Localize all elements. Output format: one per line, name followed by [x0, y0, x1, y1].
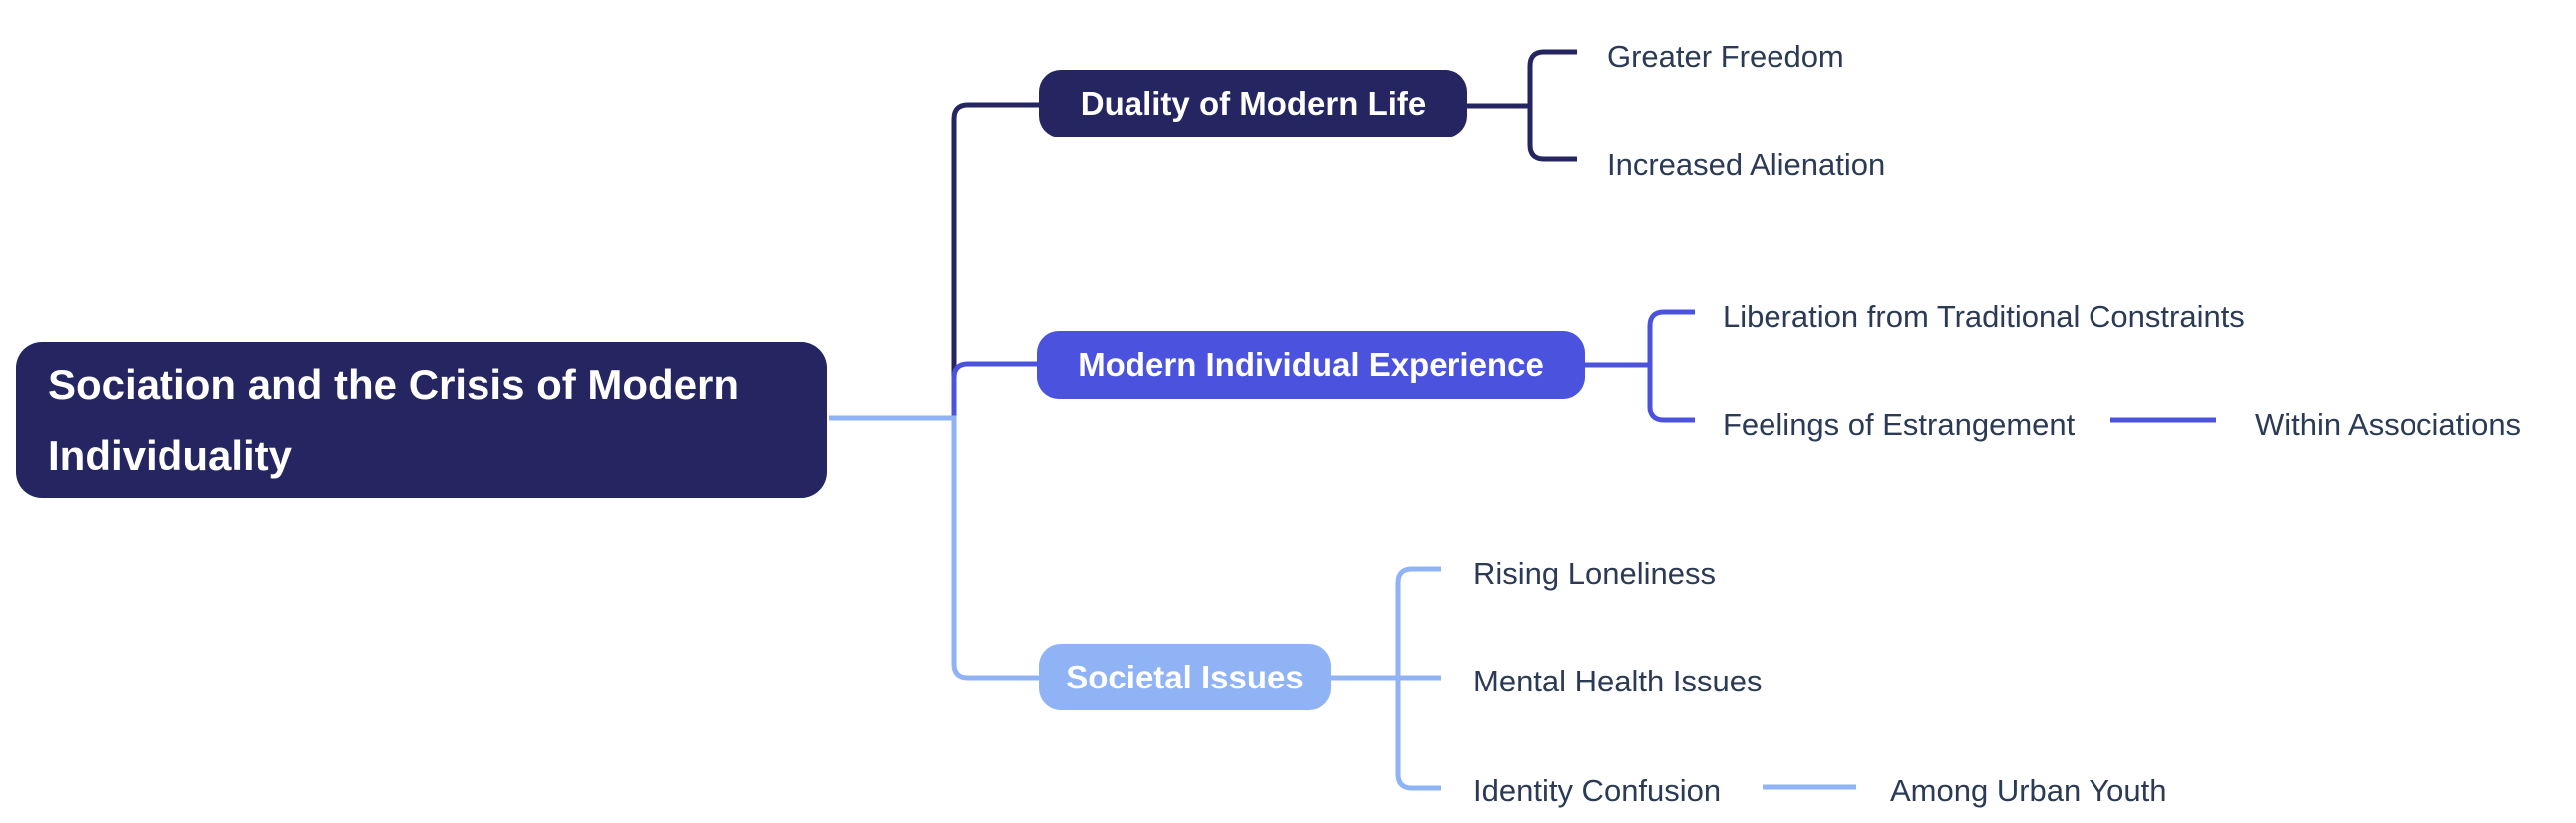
- branch-node-duality-of-modern-life[interactable]: Duality of Modern Life: [1039, 70, 1467, 137]
- leaf-node-greater-freedom[interactable]: Greater Freedom: [1607, 39, 1844, 74]
- branch-node-modern-individual-experience[interactable]: Modern Individual Experience: [1037, 331, 1585, 399]
- leaf-node-identity-confusion[interactable]: Identity Confusion: [1473, 773, 1722, 808]
- connector-experience-children-bracket: [1647, 309, 1695, 423]
- branch-node-label: Societal Issues: [1066, 658, 1304, 695]
- connector-societal-children-bracket: [1395, 566, 1441, 791]
- leaf-node-among-urban-youth[interactable]: Among Urban Youth: [1890, 773, 2167, 808]
- leaf-node-mental-health-issues[interactable]: Mental Health Issues: [1473, 664, 1763, 698]
- leaf-node-rising-loneliness[interactable]: Rising Loneliness: [1473, 556, 1716, 591]
- root-node[interactable]: Sociation and the Crisis of Modern Indiv…: [16, 342, 827, 498]
- leaf-node-feelings-of-estrangement[interactable]: Feelings of Estrangement: [1723, 408, 2076, 442]
- leaf-node-within-associations[interactable]: Within Associations: [2255, 408, 2522, 442]
- branch-node-label: Modern Individual Experience: [1078, 346, 1544, 383]
- connector-trunk-experience: [951, 361, 1037, 418]
- root-node-label: Sociation and the Crisis of Modern Indiv…: [48, 360, 740, 479]
- branch-node-label: Duality of Modern Life: [1080, 85, 1427, 122]
- leaf-node-liberation-from-traditional-constraints[interactable]: Liberation from Traditional Constraints: [1723, 299, 2245, 334]
- connector-trunk-duality: [951, 102, 1039, 418]
- leaf-node-increased-alienation[interactable]: Increased Alienation: [1607, 147, 1886, 182]
- branch-node-societal-issues[interactable]: Societal Issues: [1039, 644, 1331, 710]
- connector-duality-children-bracket: [1527, 49, 1577, 162]
- connector-root-to-trunk: [829, 415, 1039, 681]
